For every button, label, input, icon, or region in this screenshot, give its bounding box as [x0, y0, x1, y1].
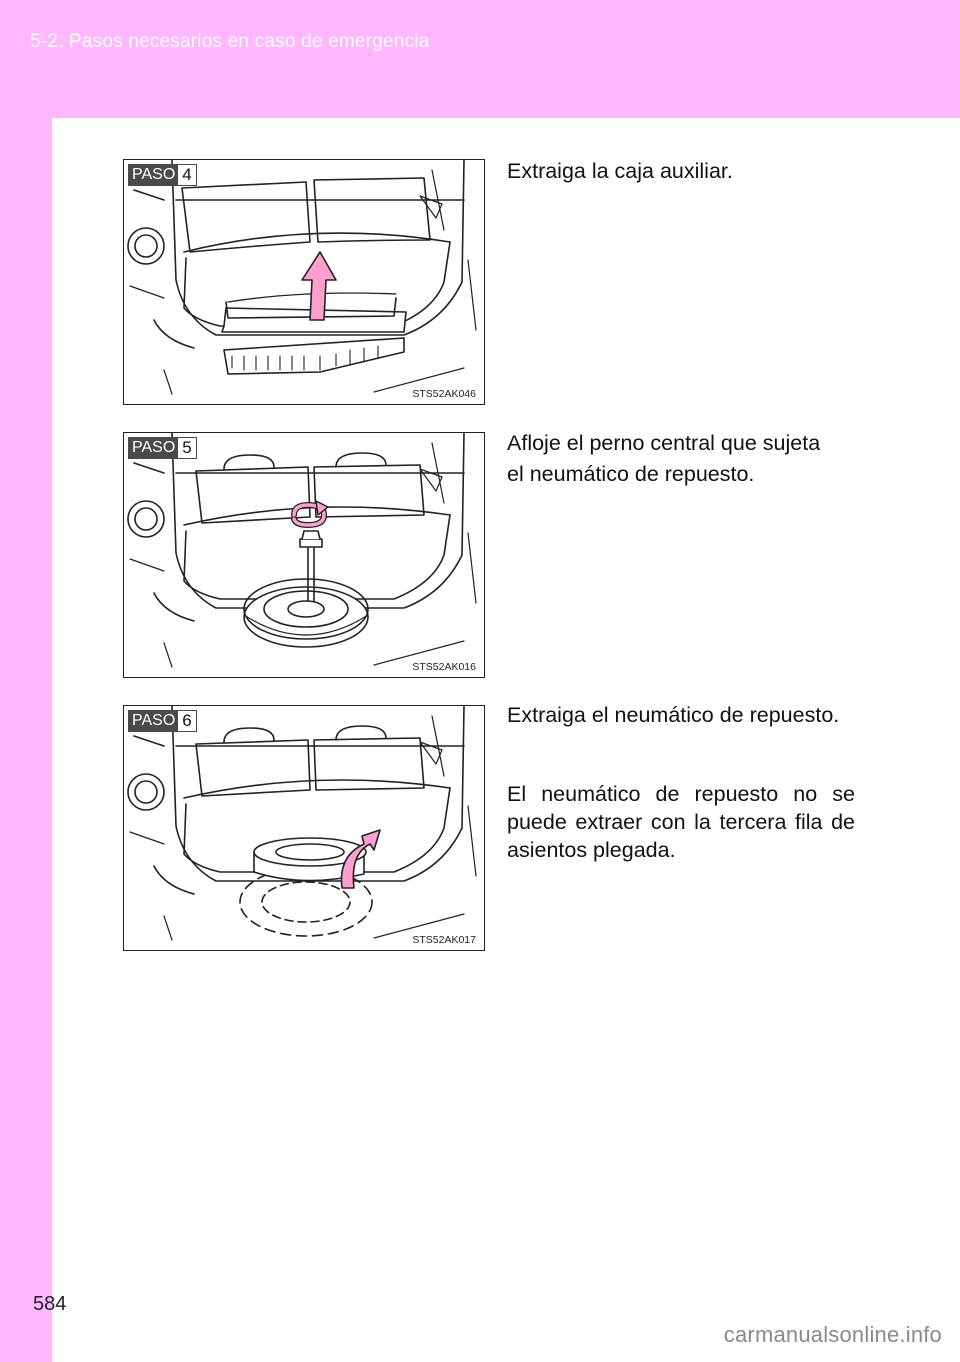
spare-tire-bolt-illustration [127, 433, 477, 668]
spare-tire-removal-illustration [127, 706, 477, 941]
page-number: 584 [33, 1293, 67, 1315]
step-6-note: El neumático de repuesto no se puede ext… [507, 782, 855, 862]
step-6-instruction: Extraiga el neumático de repuesto. [507, 703, 840, 727]
step-5-instruction: Afloje el perno central que sujeta el ne… [507, 428, 855, 490]
step-badge-number: 6 [178, 710, 197, 732]
step-badge: PASO 6 [128, 710, 197, 732]
step-badge-word: PASO [128, 164, 179, 186]
step-5-instruction-line-2: el neumático de repuesto. [507, 462, 755, 486]
step-badge-number: 4 [178, 164, 197, 186]
figure-step-5: PASO 5 [123, 432, 485, 678]
watermark: carmanualsonline.info [723, 1322, 942, 1347]
section-title: 5-2. Pasos necesarios en caso de emergen… [30, 31, 430, 52]
figure-code: STS52AK017 [410, 934, 478, 946]
step-badge: PASO 5 [128, 437, 197, 459]
side-band [0, 118, 52, 1362]
figure-code: STS52AK046 [410, 388, 478, 400]
figure-step-6: PASO 6 ST [123, 705, 485, 951]
step-badge-number: 5 [178, 437, 197, 459]
step-badge-word: PASO [128, 710, 179, 732]
figure-code: STS52AK016 [410, 661, 478, 673]
figure-step-4: PASO 4 STS52AK04 [123, 159, 485, 405]
step-badge: PASO 4 [128, 164, 197, 186]
step-badge-word: PASO [128, 437, 179, 459]
step-5-instruction-line-1: Afloje el perno central que sujeta [507, 431, 821, 455]
step-4-instruction: Extraiga la caja auxiliar. [507, 159, 733, 183]
header-band [0, 0, 960, 118]
cargo-box-illustration [127, 160, 477, 395]
